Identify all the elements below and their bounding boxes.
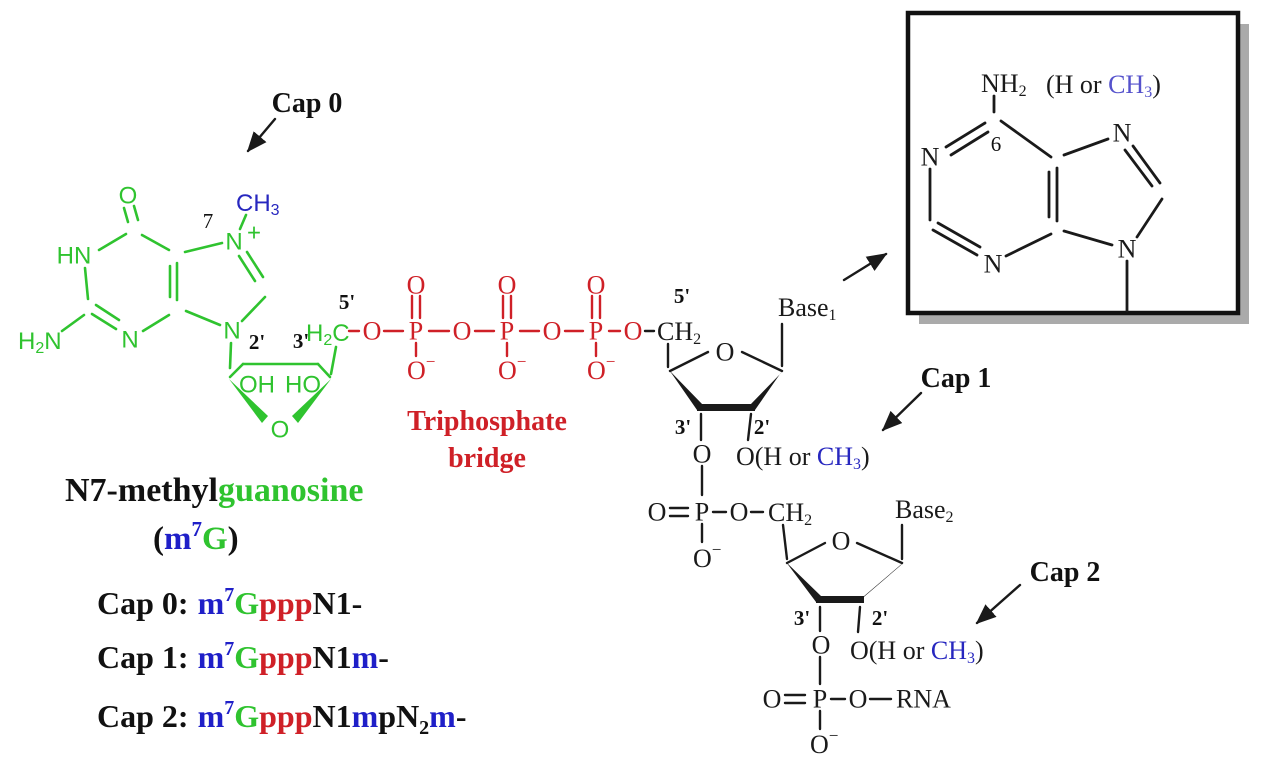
nuc2-2prime-label: 2' (872, 606, 888, 630)
nuc2-ring-o-label: O (832, 527, 851, 556)
ribose-g-2prime-label: 2' (249, 330, 265, 354)
tri-p2-o-minus: O− (498, 352, 526, 385)
base-inset-box: NH2 (H or CH3) 6 N N N N (842, 10, 1249, 324)
cap2-formula: Cap 2:m7GpppN1mpN2m- (97, 697, 466, 739)
inset-n3-label: N (984, 250, 1003, 279)
guanine-n7-methyl-label: CH3 (236, 190, 280, 219)
phos2-dbl-o-label: O (648, 498, 667, 527)
nuc1-3prime-label: 3' (675, 415, 691, 439)
inset-n7-label: N (1113, 119, 1132, 148)
phos3-dbl-o-label: O (763, 685, 782, 714)
cap1-arrow (881, 391, 923, 432)
tri-o-alpha-link: O (363, 317, 382, 346)
phos3-o-link-label: O (849, 685, 868, 714)
inset-pointer-arrow (842, 252, 888, 282)
inset-n1-label: N (921, 143, 940, 172)
phos3-p-label: P (813, 685, 827, 714)
ribose-g-ho-label: HO (285, 372, 321, 399)
tri-o-end-link: O (624, 317, 643, 346)
ribose-g-oh-label: OH (239, 372, 275, 399)
nuc2-wedge-right (858, 562, 904, 602)
tri-o-link2: O (543, 317, 562, 346)
guanine-h2n-label: H2N (18, 328, 62, 357)
nuc1-ch2-label: CH2 (657, 317, 701, 348)
ribose-g-3prime-label: 3' (293, 329, 309, 353)
nuc1-2prime-label: 2' (754, 415, 770, 439)
tri-o-link1: O (453, 317, 472, 346)
ribose-g-c5-h2c-label: H2C (306, 320, 350, 349)
nucleotide2: CH2 O Base2 3' 2' O O(H or CH3) (768, 495, 984, 686)
phos2-o-link-label: O (730, 498, 749, 527)
cap1-label: Cap 1 (921, 363, 992, 394)
nuc1-base1-label: Base1 (778, 293, 837, 324)
nuc1-ring-o-label: O (716, 338, 735, 367)
cap0-annotation: Cap 0 (246, 88, 343, 153)
cap1-formula: Cap 1:m7GpppN1m- (97, 638, 389, 675)
phos2-o-minus: O− (693, 540, 721, 573)
nuc1-5prime-label: 5' (674, 284, 690, 308)
phosphate3: O P O RNA O− (763, 685, 952, 759)
guanine-position7-number: 7 (203, 209, 214, 233)
nuc2-base2-label: Base2 (895, 495, 954, 526)
guanine-n7-label: N (225, 229, 242, 256)
phos3-rna-label: RNA (896, 685, 951, 714)
phosphate2: O P O O− (648, 498, 765, 573)
tri-p3-o-minus: O− (587, 352, 615, 385)
nucleotide1: CH2 5' O Base1 3' 2' O O(H or CH3) (643, 284, 870, 497)
ribose-g-ring-o-label: O (271, 417, 290, 444)
nuc1-3prime-o-label: O (693, 440, 712, 469)
guanine-n9-label: N (223, 318, 240, 345)
nuc1-2prime-oh-ch3-label: O(H or CH3) (736, 442, 870, 473)
inset-position6-number: 6 (991, 132, 1002, 156)
cap0-formula: Cap 0:m7GpppN1- (97, 584, 362, 621)
cap2-annotation: Cap 2 (975, 557, 1101, 625)
compound-name: N7-methylguanosine (65, 472, 363, 509)
tri-p2-dbl-o: O (498, 271, 517, 300)
triphosphate-bridge: O P O P O P O O O O O− O− O− Triphosphat… (347, 271, 643, 474)
inset-h-or-ch3-label: (H or CH3) (1046, 70, 1161, 101)
guanine-n7-plus-charge: + (247, 220, 261, 247)
ribose-g-5prime-label: 5' (339, 290, 355, 314)
guanine-n3-label: N (121, 327, 138, 354)
tri-p3-label: P (589, 317, 603, 346)
cap2-label: Cap 2 (1030, 557, 1101, 588)
inset-n9-label: N (1118, 235, 1137, 264)
tri-p3-dbl-o: O (587, 271, 606, 300)
phos2-p-label: P (695, 498, 709, 527)
inset-nh2-label: NH2 (981, 69, 1027, 100)
caption-block: N7-methylguanosine (m7G) Cap 0:m7GpppN1-… (65, 472, 466, 739)
cap2-arrow (975, 583, 1022, 625)
guanosine-ribose: OH HO O H2C 2' 3' 5' (228, 290, 355, 444)
nuc1-wedge-right (750, 370, 784, 410)
nuc2-2prime-oh-ch3-label: O(H or CH3) (850, 636, 984, 667)
nuc2-ring-front-bond (816, 596, 864, 603)
nuc1-ring-front-bond (697, 404, 755, 411)
triphosphate-title-line1: Triphosphate (407, 406, 567, 437)
m7g-abbreviation: (m7G) (153, 517, 239, 557)
guanine-structure: O HN H2N 7 N + CH3 N N (18, 183, 280, 370)
nuc1-wedge-left (669, 370, 703, 410)
triphosphate-title-line2: bridge (448, 443, 526, 474)
cap0-arrow (246, 117, 277, 153)
nuc2-wedge-left (786, 562, 822, 602)
tri-p1-o-minus: O− (407, 352, 435, 385)
tri-p1-label: P (409, 317, 423, 346)
nuc2-ch2-label: CH2 (768, 498, 812, 529)
ribose-g-wedge-left (229, 379, 268, 423)
tri-p2-label: P (500, 317, 514, 346)
nuc2-3prime-o-label: O (812, 631, 831, 660)
inset-box-border (905, 10, 1241, 316)
nuc2-3prime-label: 3' (794, 606, 810, 630)
guanine-hn-label: HN (57, 243, 92, 270)
cap1-annotation: Cap 1 (881, 363, 992, 432)
ribose-g-wedge-right (292, 379, 331, 423)
cap0-label: Cap 0 (272, 88, 343, 119)
guanine-o6-label: O (119, 183, 138, 210)
tri-p1-dbl-o: O (407, 271, 426, 300)
phos3-o-minus: O− (810, 726, 838, 759)
